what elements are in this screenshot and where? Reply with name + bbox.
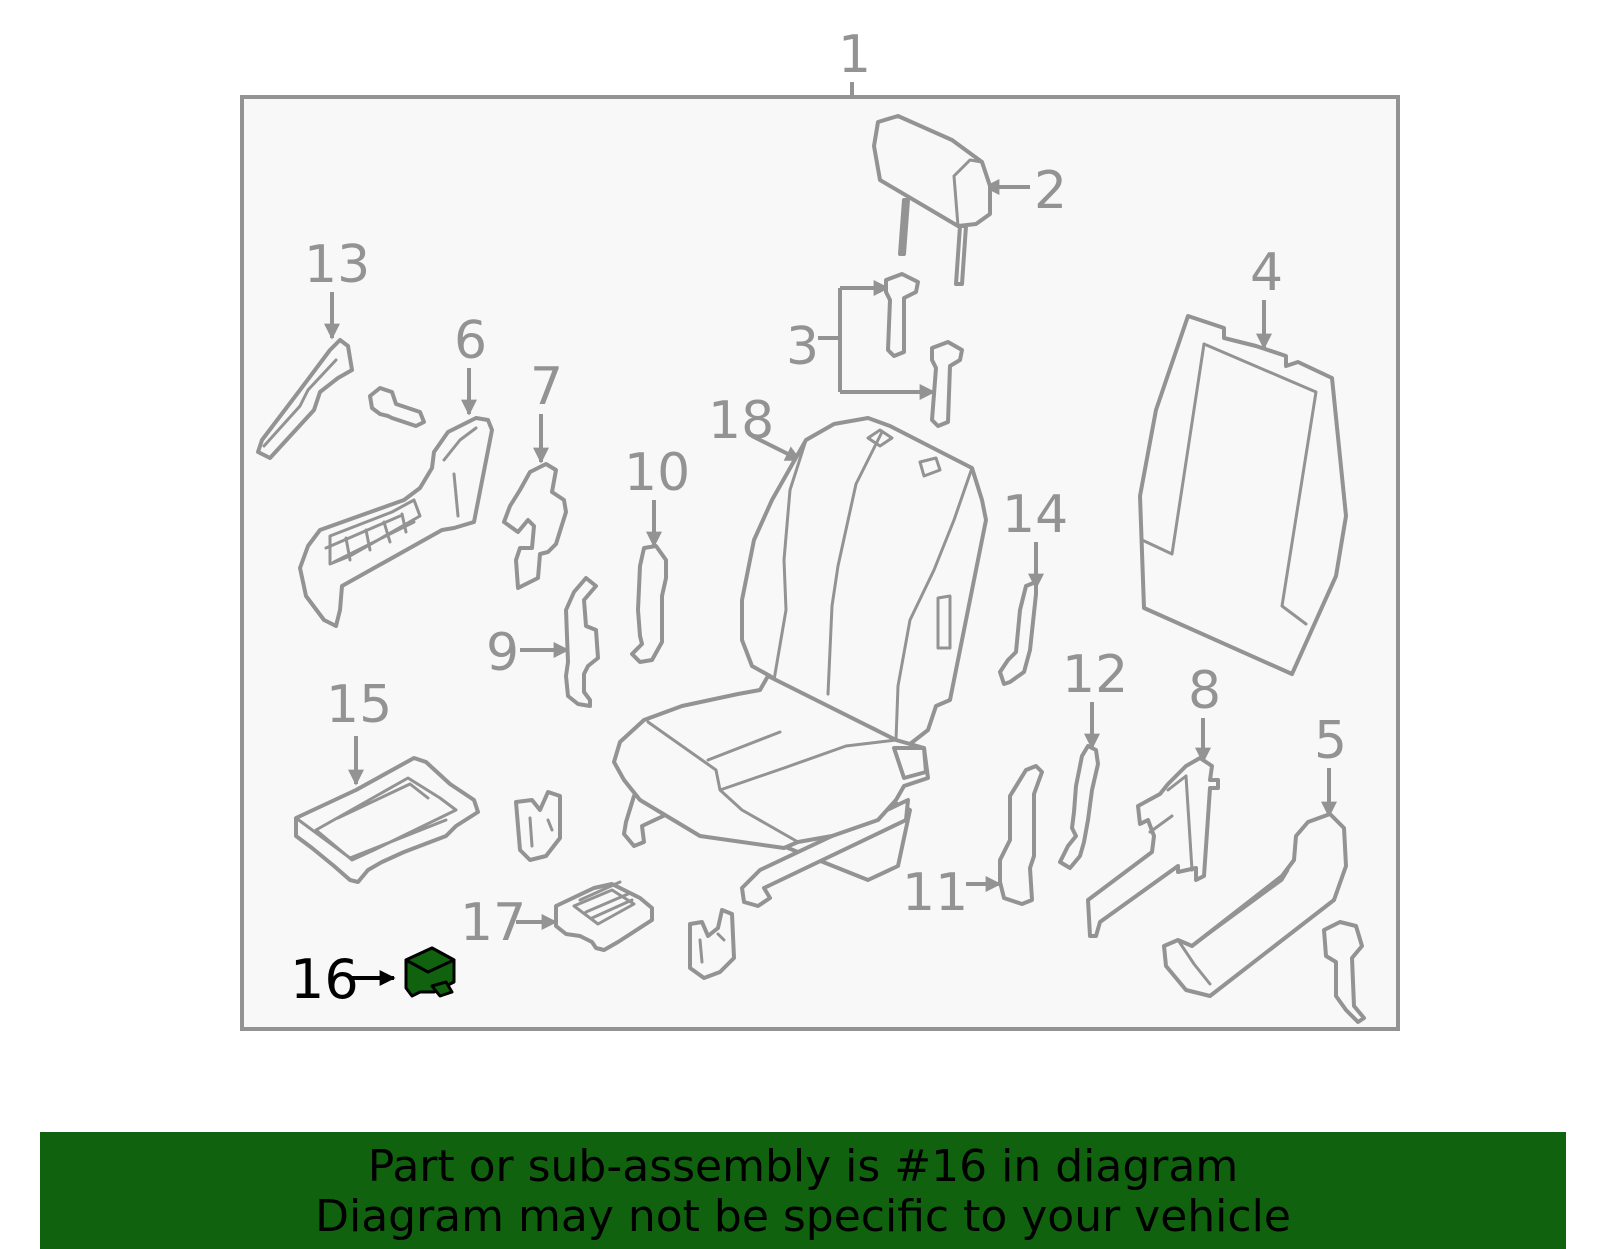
callout-10[interactable]: 10 xyxy=(624,443,690,503)
callout-4[interactable]: 4 xyxy=(1250,243,1283,303)
part-16-module[interactable] xyxy=(404,946,456,998)
callout-2[interactable]: 2 xyxy=(1034,161,1067,221)
callout-8[interactable]: 8 xyxy=(1188,661,1221,721)
part-lower-bracket xyxy=(688,908,736,980)
part-12-bracket xyxy=(1058,744,1100,870)
callout-15[interactable]: 15 xyxy=(326,675,392,735)
part-3-headrest-guides xyxy=(884,272,964,428)
part-bolt xyxy=(368,386,426,428)
part-18-seat-assembly xyxy=(612,416,988,908)
part-14-bracket xyxy=(998,580,1038,686)
callout-6[interactable]: 6 xyxy=(454,311,487,371)
callout-3[interactable]: 3 xyxy=(786,317,819,377)
callout-14[interactable]: 14 xyxy=(1002,485,1068,545)
part-4-back-panel xyxy=(1138,314,1348,676)
part-11-bracket xyxy=(998,764,1044,906)
part-7-bracket xyxy=(502,462,568,590)
callout-17[interactable]: 17 xyxy=(460,893,526,953)
part-5-side-trim xyxy=(1162,812,1366,1024)
part-17-switch-cover xyxy=(554,880,654,952)
banner-line-1: Part or sub-assembly is #16 in diagram xyxy=(367,1141,1239,1192)
part-9-bracket xyxy=(564,576,600,708)
part-hinge-bracket xyxy=(514,790,562,862)
part-8-side-frame xyxy=(1086,756,1220,938)
leader-18 xyxy=(751,434,802,462)
banner-line-2: Diagram may not be specific to your vehi… xyxy=(315,1191,1291,1242)
callout-9[interactable]: 9 xyxy=(486,623,519,683)
part-10-bracket xyxy=(630,544,668,664)
leader-3 xyxy=(818,286,932,394)
part-6-side-shield xyxy=(298,416,494,628)
callout-11[interactable]: 11 xyxy=(902,863,968,923)
info-banner: Part or sub-assembly is #16 in diagram D… xyxy=(40,1132,1566,1249)
callout-16[interactable]: 16 xyxy=(290,948,359,1011)
callout-12[interactable]: 12 xyxy=(1062,645,1128,705)
part-15-tray xyxy=(294,756,480,884)
callout-5[interactable]: 5 xyxy=(1314,711,1347,771)
callout-13[interactable]: 13 xyxy=(304,235,370,295)
part-2-headrest xyxy=(872,114,992,286)
callout-1[interactable]: 1 xyxy=(838,25,871,85)
callout-7[interactable]: 7 xyxy=(530,357,563,417)
part-13-trim-cover xyxy=(256,338,354,460)
